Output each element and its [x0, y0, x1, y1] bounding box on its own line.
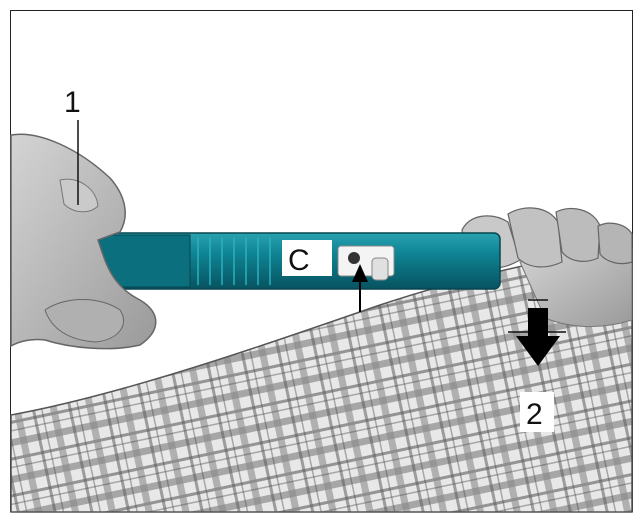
window-indicator — [348, 252, 360, 264]
window-c-box — [282, 240, 332, 276]
label-step-two: 2 — [526, 398, 543, 431]
left-hand — [10, 133, 157, 350]
label-window-letter: C — [288, 244, 310, 277]
right-hand — [461, 207, 633, 269]
arrow-down-icon — [508, 299, 566, 366]
arrow-up-icon — [352, 264, 368, 312]
pen-grip-ridges — [197, 238, 271, 285]
window-tab — [371, 257, 389, 281]
label-two-box — [520, 392, 554, 432]
label-step-one: 1 — [64, 86, 81, 119]
